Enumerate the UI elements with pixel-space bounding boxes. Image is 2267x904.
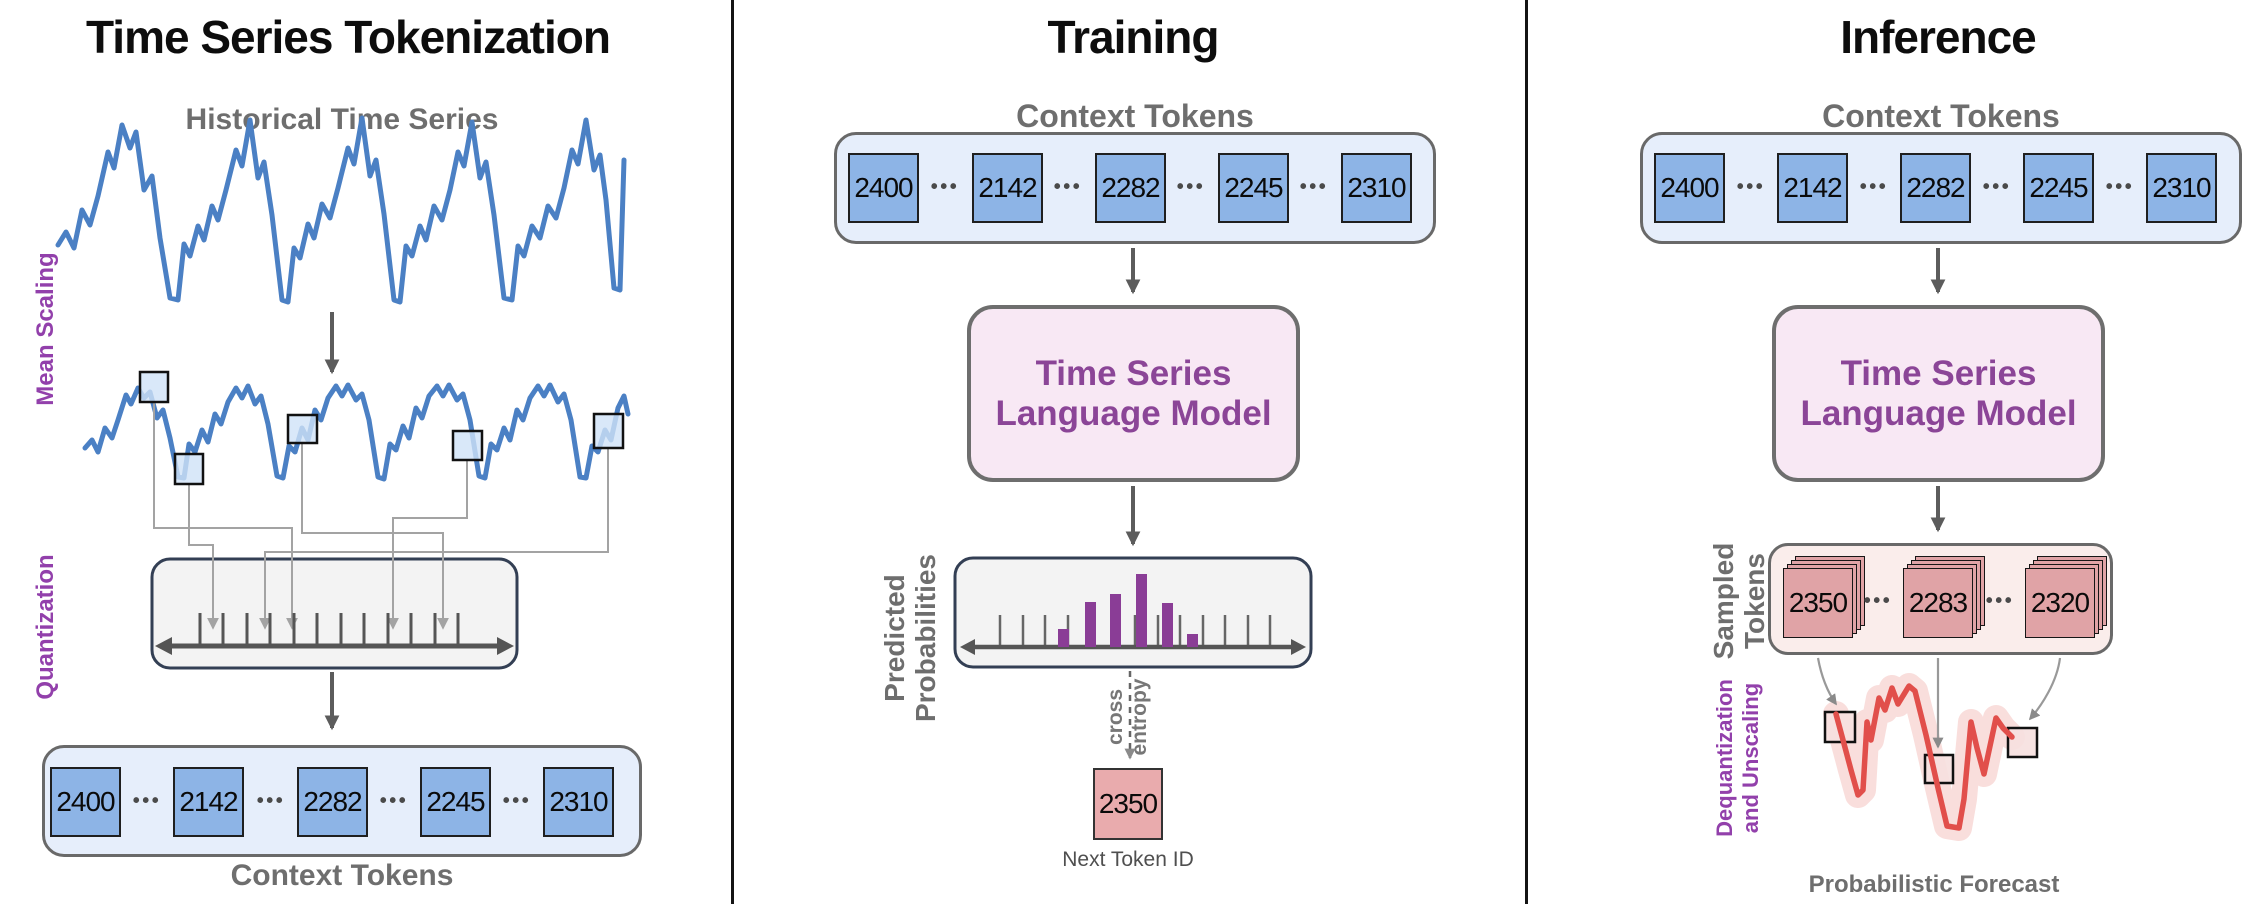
- historical-time-series-line: [55, 115, 627, 305]
- sampled-token: 2320: [2025, 568, 2095, 638]
- dequantization-label: Dequantization and Unscaling: [1712, 628, 1764, 888]
- probability-bar: [1084, 602, 1096, 647]
- sampled-token: 2283: [1903, 568, 1973, 638]
- sampled-token-stack: 2350: [1783, 556, 1865, 638]
- quantization-label: Quantization: [32, 554, 59, 700]
- context-token: 2282: [1095, 153, 1166, 223]
- context-token: 2400: [50, 767, 121, 837]
- next-token-id-caption: Next Token ID: [1062, 848, 1194, 871]
- scaled-time-series-line: [82, 382, 631, 482]
- label-line: and Unscaling: [1738, 682, 1763, 834]
- ellipsis-icon: •••: [1859, 176, 1889, 198]
- axis-arrowhead-right: [1291, 639, 1306, 655]
- model-label-line: Language Model: [1800, 393, 2077, 433]
- ellipsis-icon: •••: [1985, 590, 2015, 612]
- ellipsis-icon: •••: [132, 790, 162, 812]
- ellipsis-icon: •••: [379, 790, 409, 812]
- ellipsis-icon: •••: [2105, 176, 2135, 198]
- context-token: 2282: [1900, 153, 1971, 223]
- context-token: 2400: [848, 153, 919, 223]
- time-series-language-model-box: Time Series Language Model: [967, 305, 1300, 482]
- context-token: 2310: [1341, 153, 1412, 223]
- next-token-id-box: 2350: [1093, 768, 1163, 840]
- tokenization-title: Time Series Tokenization: [86, 11, 611, 63]
- historical-series-label: Historical Time Series: [185, 103, 499, 136]
- context-tokens-caption: Context Tokens: [1016, 98, 1254, 134]
- quantization-bins-box: [150, 557, 519, 670]
- time-series-language-model-box: Time Series Language Model: [1772, 305, 2105, 482]
- ellipsis-icon: •••: [502, 790, 532, 812]
- probability-bar: [1161, 603, 1173, 647]
- forecast-confidence-band: [1823, 673, 2025, 841]
- context-token: 2245: [1218, 153, 1289, 223]
- label-line: Probabilities: [910, 553, 941, 723]
- training-title: Training: [1047, 11, 1220, 63]
- panel-divider-1: [731, 0, 734, 904]
- mean-scaling-label: Mean Scaling: [32, 252, 59, 406]
- sampling-connectors: [1816, 657, 2062, 749]
- ellipsis-icon: •••: [1053, 176, 1083, 198]
- ellipsis-icon: •••: [1736, 176, 1766, 198]
- axis-arrowhead-left: [155, 637, 172, 655]
- context-token: 2400: [1654, 153, 1725, 223]
- context-token: 2142: [1777, 153, 1848, 223]
- sampled-token: 2350: [1783, 568, 1853, 638]
- context-token: 2282: [297, 767, 368, 837]
- ellipsis-icon: •••: [1299, 176, 1329, 198]
- ellipsis-icon: •••: [1176, 176, 1206, 198]
- context-token: 2142: [173, 767, 244, 837]
- model-label-line: Time Series: [1035, 353, 1232, 393]
- probability-bar: [1057, 629, 1069, 647]
- context-tokens-caption: Context Tokens: [1822, 98, 2060, 134]
- predicted-probabilities-label: Predicted Probabilities: [879, 518, 941, 758]
- context-token: 2245: [2023, 153, 2094, 223]
- context-token: 2310: [2146, 153, 2217, 223]
- axis-arrowhead-left: [960, 639, 975, 655]
- sample-highlight-boxes: [138, 370, 625, 486]
- ellipsis-icon: •••: [1863, 590, 1893, 612]
- inference-title: Inference: [1840, 11, 2037, 63]
- sampled-token-stack: 2320: [2025, 556, 2107, 638]
- model-label-line: Time Series: [1840, 353, 2037, 393]
- context-token: 2245: [420, 767, 491, 837]
- label-line: Predicted: [879, 574, 910, 702]
- context-token: 2142: [972, 153, 1043, 223]
- panel-divider-2: [1525, 0, 1528, 904]
- context-tokens-caption: Context Tokens: [230, 859, 454, 892]
- dequantized-sample-boxes: [1823, 710, 2039, 785]
- model-label-line: Language Model: [995, 393, 1272, 433]
- ellipsis-icon: •••: [1982, 176, 2012, 198]
- probabilistic-forecast-label: Probabilistic Forecast: [1808, 871, 2060, 898]
- probability-bar: [1186, 634, 1198, 647]
- label-line: Dequantization: [1712, 679, 1737, 837]
- forecast-line: [1833, 683, 2015, 831]
- quantization-connectors: [153, 402, 609, 630]
- axis-arrowhead-right: [497, 637, 514, 655]
- ellipsis-icon: •••: [930, 176, 960, 198]
- quantization-axis: [172, 613, 497, 649]
- context-token: 2310: [543, 767, 614, 837]
- sampled-token-stack: 2283: [1903, 556, 1985, 638]
- ellipsis-icon: •••: [256, 790, 286, 812]
